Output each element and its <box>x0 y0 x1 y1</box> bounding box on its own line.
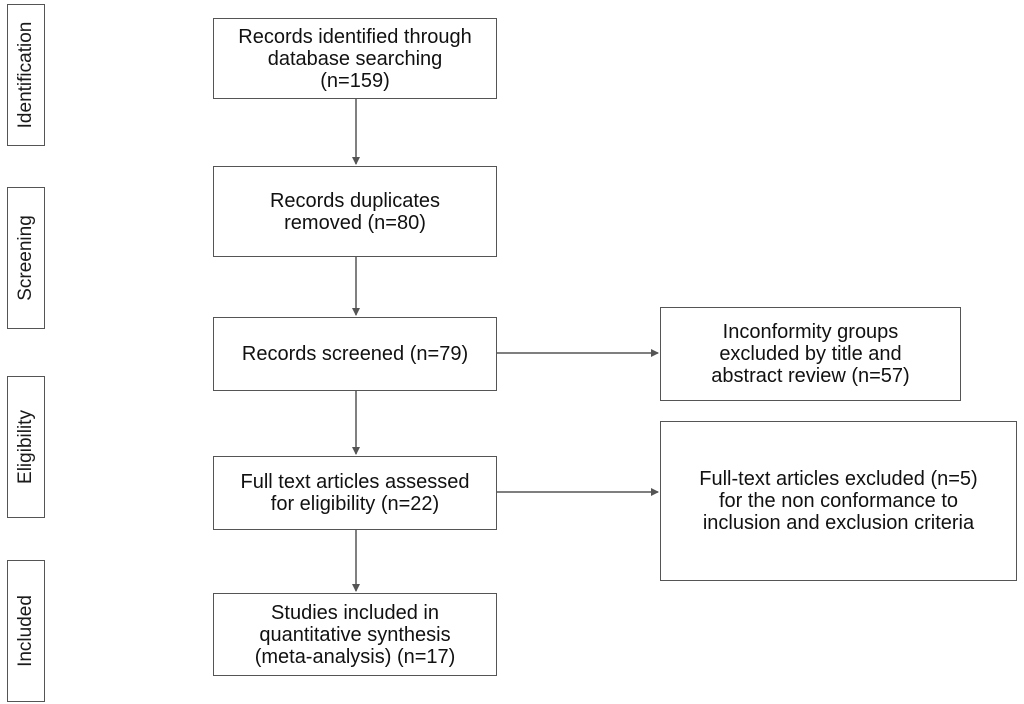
phase-screening: Screening <box>7 187 45 329</box>
box-full-text-excluded-text: Full-text articles excluded (n=5) for th… <box>699 468 978 534</box>
box-full-text-assessed: Full text articles assessed for eligibil… <box>213 456 497 530</box>
box-records-screened-text: Records screened (n=79) <box>241 343 469 365</box>
box-records-identified-text: Records identified through database sear… <box>238 25 472 92</box>
phase-eligibility: Eligibility <box>7 376 45 518</box>
box-records-screened: Records screened (n=79) <box>213 317 497 391</box>
box-studies-included: Studies included in quantitative synthes… <box>213 593 497 676</box>
box-records-identified: Records identified through database sear… <box>213 18 497 99</box>
box-duplicates-removed-text: Records duplicates removed (n=80) <box>269 189 441 234</box>
box-studies-included-text: Studies included in quantitative synthes… <box>254 601 456 668</box>
box-excluded-title-abstract-text: Inconformity groups excluded by title an… <box>711 321 910 387</box>
box-duplicates-removed: Records duplicates removed (n=80) <box>213 166 497 257</box>
box-full-text-excluded: Full-text articles excluded (n=5) for th… <box>660 421 1017 581</box>
box-excluded-title-abstract: Inconformity groups excluded by title an… <box>660 307 961 401</box>
phase-identification: Identification <box>7 4 45 146</box>
phase-included: Included <box>7 560 45 702</box>
box-full-text-assessed-text: Full text articles assessed for eligibil… <box>240 471 470 515</box>
